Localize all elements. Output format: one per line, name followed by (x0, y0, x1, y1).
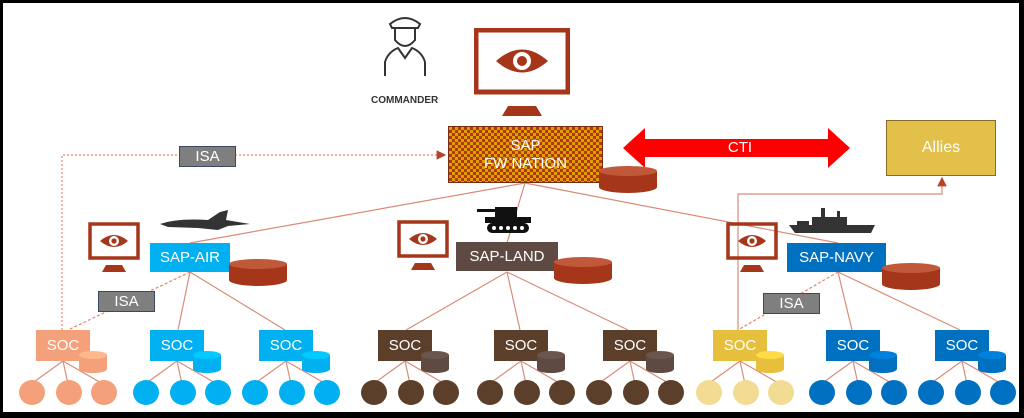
database-icon (229, 259, 287, 286)
soc-leaf-link (629, 360, 671, 385)
endpoint-node[interactable] (658, 380, 684, 405)
database-icon (302, 351, 330, 373)
endpoint-node[interactable] (19, 380, 45, 405)
monitor-eye-icon (474, 28, 570, 116)
isa-badge-air[interactable]: ISA (98, 291, 155, 312)
endpoint-node[interactable] (477, 380, 503, 405)
branch-node-sap-air[interactable]: SAP-AIR (150, 243, 230, 272)
commander-label: COMMANDER (371, 95, 439, 106)
link-land-soc2 (506, 271, 521, 331)
allies-node[interactable]: Allies (886, 120, 996, 176)
link-navy-soc2 (837, 271, 853, 331)
link-land-soc1 (405, 271, 508, 331)
endpoint-node[interactable] (205, 380, 231, 405)
endpoint-node[interactable] (918, 380, 944, 405)
endpoint-node[interactable] (881, 380, 907, 405)
link-land-soc3 (506, 271, 629, 331)
endpoint-node[interactable] (170, 380, 196, 405)
soc-node[interactable]: SOC (935, 330, 989, 361)
allies-link (737, 176, 947, 330)
tank-icon (477, 207, 531, 233)
monitor-eye-icon (726, 222, 778, 272)
endpoint-node[interactable] (133, 380, 159, 405)
soc-leaf-link (852, 360, 894, 385)
soc-leaf-link (739, 360, 781, 385)
endpoint-node[interactable] (623, 380, 649, 405)
fighter-jet-icon (160, 210, 250, 230)
branch-node-sap-navy[interactable]: SAP-NAVY (787, 243, 886, 272)
link-navy-soc3 (837, 271, 961, 331)
database-icon (79, 351, 107, 373)
endpoint-node[interactable] (809, 380, 835, 405)
endpoint-node[interactable] (514, 380, 540, 405)
endpoint-node[interactable] (733, 380, 759, 405)
soc-leaf-link (285, 360, 327, 385)
endpoint-node[interactable] (955, 380, 981, 405)
soc-leaf-link (520, 360, 562, 385)
link-nation-air (189, 182, 526, 244)
endpoint-node[interactable] (242, 380, 268, 405)
nation-line2: FW NATION (483, 154, 568, 172)
commander-icon (384, 17, 426, 76)
cti-label: CTI (727, 139, 753, 157)
isa-badge-top[interactable]: ISA (179, 146, 236, 167)
endpoint-node[interactable] (398, 380, 424, 405)
database-icon (421, 351, 449, 373)
cti-arrow (623, 128, 850, 168)
database-icon (756, 351, 784, 373)
endpoint-node[interactable] (91, 380, 117, 405)
link-air-soc3 (189, 271, 286, 331)
database-icon (193, 351, 221, 373)
endpoint-node[interactable] (846, 380, 872, 405)
nation-line1: SAP (510, 137, 541, 155)
branch-node-sap-land[interactable]: SAP-LAND (456, 242, 558, 271)
soc-leaf-link (62, 360, 104, 385)
soc-node[interactable]: SOC (378, 330, 432, 361)
warship-icon (789, 208, 875, 233)
database-icon (537, 351, 565, 373)
link-nation-navy (524, 182, 839, 244)
endpoint-node[interactable] (361, 380, 387, 405)
soc-leaf-link (404, 360, 446, 385)
isa-badge-navy[interactable]: ISA (763, 293, 820, 314)
database-icon (882, 263, 940, 290)
database-icon (978, 351, 1006, 373)
database-icon (869, 351, 897, 373)
database-icon (554, 257, 612, 284)
endpoint-node[interactable] (433, 380, 459, 405)
endpoint-node[interactable] (314, 380, 340, 405)
sap-fw-nation-node[interactable]: SAP FW NATION (448, 126, 603, 183)
link-air-soc2 (177, 271, 191, 331)
soc-leaf-link (176, 360, 218, 385)
endpoint-node[interactable] (696, 380, 722, 405)
endpoint-node[interactable] (990, 380, 1016, 405)
soc-leaf-link (961, 360, 1003, 385)
endpoint-node[interactable] (586, 380, 612, 405)
database-icon (599, 166, 657, 193)
endpoint-node[interactable] (56, 380, 82, 405)
endpoint-node[interactable] (279, 380, 305, 405)
database-icon (646, 351, 674, 373)
monitor-eye-icon (88, 222, 140, 272)
endpoint-node[interactable] (549, 380, 575, 405)
endpoint-node[interactable] (768, 380, 794, 405)
monitor-eye-icon (397, 220, 449, 270)
